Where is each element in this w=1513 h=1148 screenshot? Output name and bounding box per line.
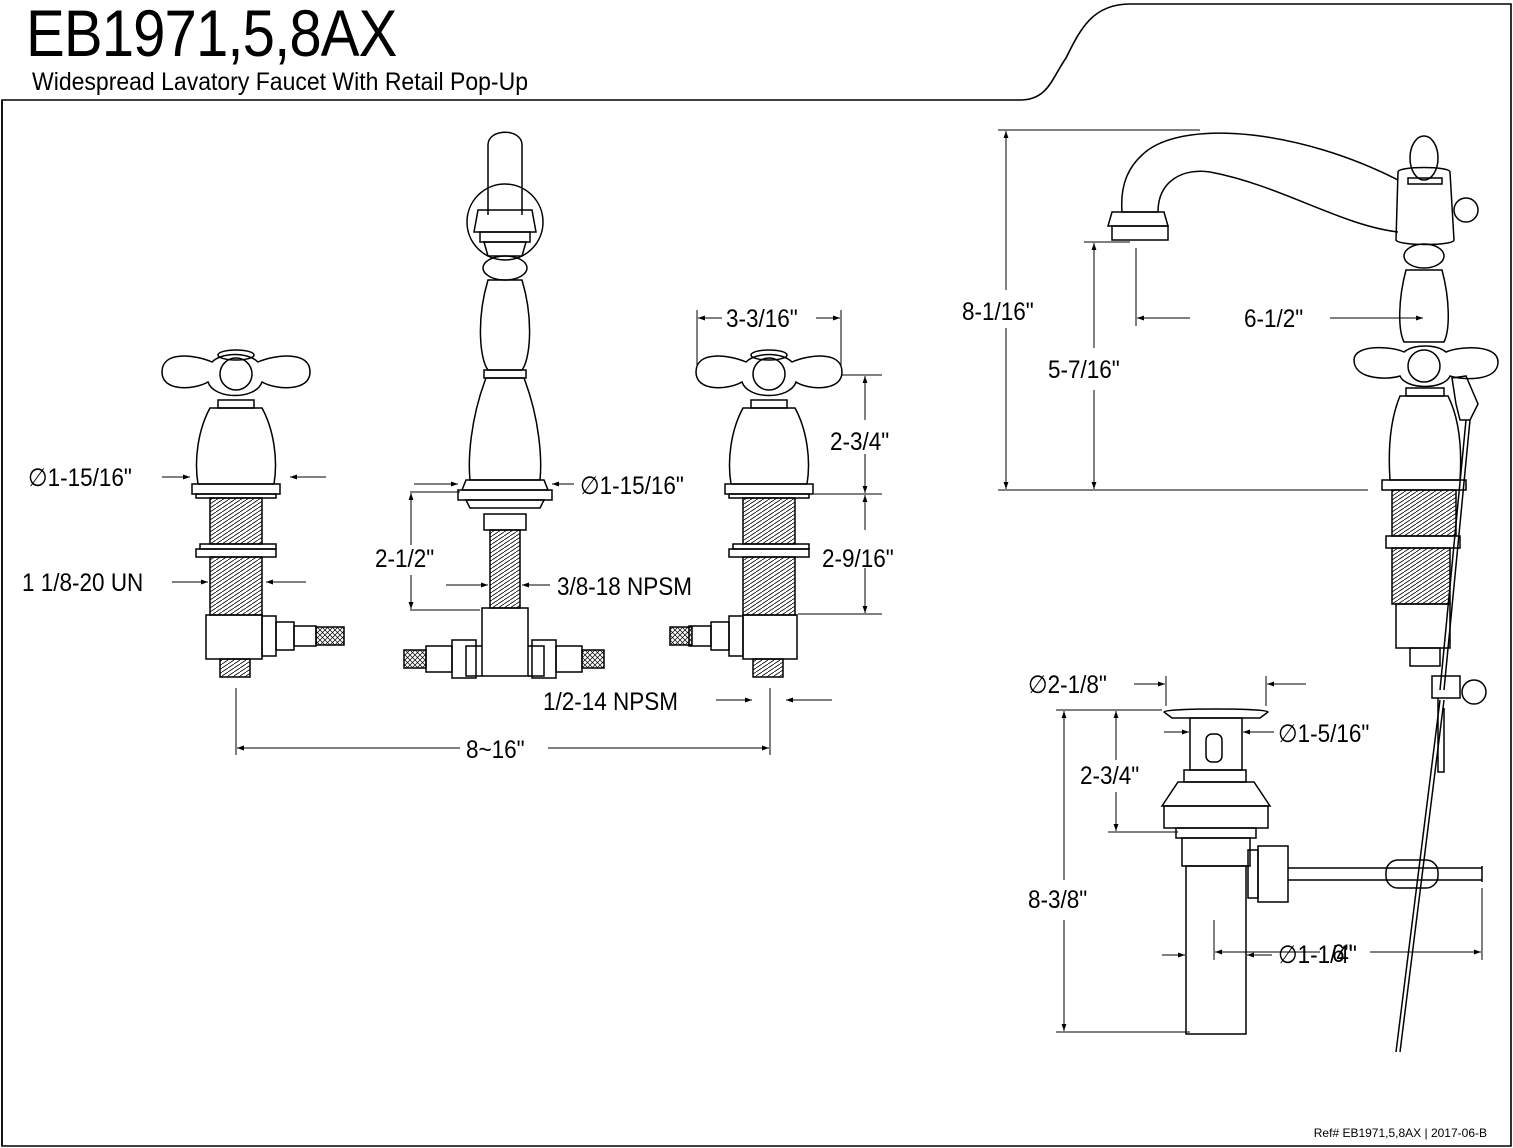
faucet-side-view [1107,132,1499,1053]
model-number: EB1971,5,8AX [26,0,397,70]
spout-base-diameter-label: ∅1-15/16" [580,472,684,500]
handle-width-label: 3-3/16" [726,305,798,333]
valve-outlet-thread-label: 1/2-14 NPSM [543,688,679,716]
spout-reach-label: 6-1/2" [1244,305,1304,333]
valve-thread-label: 1 1/8-20 UN [22,569,144,597]
spout-clearance-label: 5-7/16" [1048,356,1120,384]
drain-body-diameter-label: ∅1-5/16" [1278,720,1370,748]
spout-shank-height-label: 2-1/2" [375,545,435,573]
overall-height-label: 8-1/16" [962,298,1034,326]
spout-front [403,131,605,679]
drain-flange-height-label: 2-3/4" [1080,762,1140,790]
right-handle-valve [669,349,843,678]
left-handle-diameter-label: ∅1-15/16" [28,464,132,492]
product-description: Widespread Lavatory Faucet With Retail P… [32,68,528,96]
drain-rod-length-label: 6" [1332,940,1353,968]
side-dimension-lines [998,129,1423,491]
drain-overall-length-label: 8-3/8" [1028,886,1088,914]
drain-flange-diameter-label: ∅2-1/8" [1028,671,1107,699]
valve-shank-height-label: 2-9/16" [822,545,894,573]
pop-up-drain [1160,708,1483,1035]
handle-height-label: 2-3/4" [830,428,890,456]
spout-thread-label: 3/8-18 NPSM [557,573,693,601]
front-dimension-lines [162,310,882,755]
center-spread-label: 8~16" [466,736,525,764]
sheet-border [1,3,1512,1147]
drain-dimension-lines [1056,676,1483,1033]
tailpiece-diameter-label: ∅1-1/4" [1278,941,1357,969]
left-handle-valve [161,349,345,678]
reference-number: Ref# EB1971,5,8AX | 2017-06-B [1313,1126,1487,1140]
